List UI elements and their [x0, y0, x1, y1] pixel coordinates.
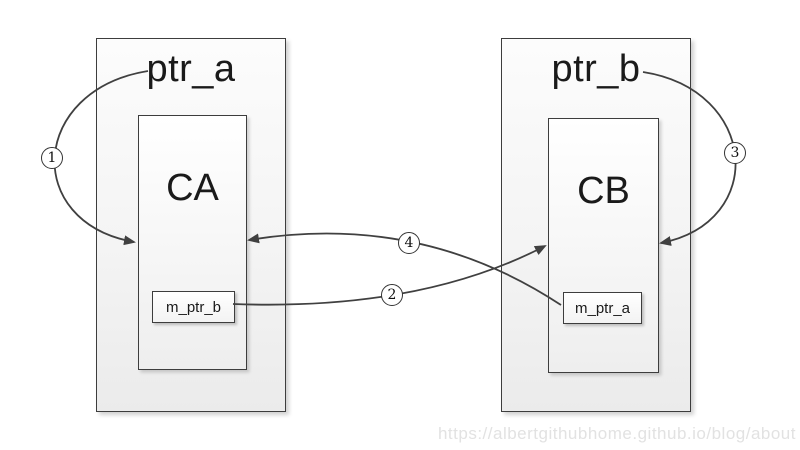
member-pointer-a-label: m_ptr_a [574, 299, 631, 317]
arrow-3-number-badge: 3 [724, 142, 746, 164]
object-ca-box: CA m_ptr_b [138, 115, 247, 370]
pointer-b-label: ptr_b [551, 48, 641, 90]
object-ca-label: CA [166, 167, 219, 209]
object-cb-label: CB [577, 170, 630, 212]
arrow-4-number: 4 [404, 235, 414, 251]
arrow-1-number-badge: 1 [41, 147, 63, 169]
object-cb-box: CB m_ptr_a [548, 118, 659, 373]
watermark-url-text: https://albertgithubhome.github.io/blog/… [437, 424, 796, 443]
arrow-2-number-badge: 2 [381, 284, 403, 306]
pointer-a-container-box: ptr_a CA m_ptr_b [96, 38, 286, 412]
pointer-b-container-box: ptr_b CB m_ptr_a [501, 38, 691, 412]
arrow-4-number-badge: 4 [398, 232, 420, 254]
member-pointer-b-label: m_ptr_b [165, 298, 222, 316]
arrow-2-number: 2 [387, 287, 397, 303]
pointer-a-label: ptr_a [146, 48, 236, 90]
arrow-1-number: 1 [47, 150, 57, 166]
member-pointer-a-box: m_ptr_a [563, 292, 642, 324]
arrow-3-number: 3 [730, 145, 740, 161]
member-pointer-b-box: m_ptr_b [152, 291, 235, 323]
